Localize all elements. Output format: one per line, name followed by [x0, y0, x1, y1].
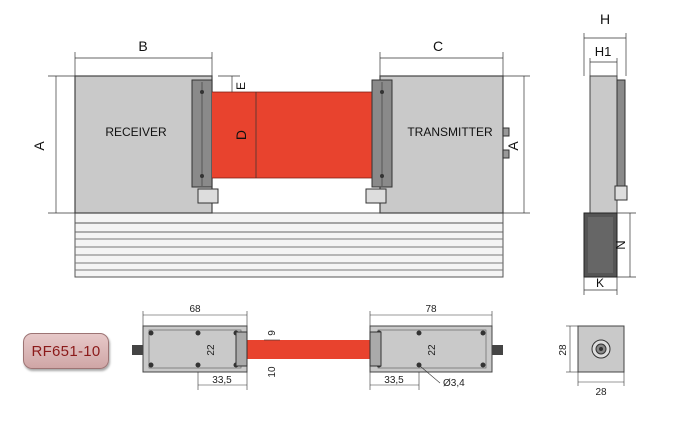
- dim-hole: Ø3,4: [443, 378, 465, 389]
- dim-a-right: A: [505, 141, 521, 151]
- receiver-small: [132, 325, 248, 373]
- dim-e: E: [234, 82, 248, 90]
- base-profile: [74, 212, 504, 278]
- dim-h1: H1: [595, 44, 612, 59]
- dim-side-width: 28: [595, 387, 607, 398]
- dim-transmitter-offset: 33,5: [384, 375, 404, 386]
- model-label: RF651-10: [31, 342, 101, 360]
- dim-a-left: A: [31, 141, 47, 151]
- dim-receiver-offset: 33,5: [212, 375, 232, 386]
- beam: [212, 92, 380, 178]
- transmitter-connector: [365, 188, 387, 204]
- beam-small: [244, 340, 372, 359]
- side-housing: [589, 75, 618, 214]
- transmitter-small: [369, 325, 503, 373]
- transmitter-housing: [379, 75, 504, 214]
- dim-receiver-width: 68: [189, 304, 201, 315]
- dim-n: N: [613, 240, 628, 249]
- dim-c: C: [433, 38, 443, 54]
- dim-beam-top: 9: [267, 330, 278, 336]
- dim-k: K: [596, 276, 604, 290]
- receiver-connector: [197, 188, 219, 204]
- transmitter-label: TRANSMITTER: [407, 125, 493, 139]
- side-small: [577, 325, 625, 373]
- dim-beam-height: 10: [267, 366, 278, 378]
- receiver-housing: [74, 75, 213, 214]
- dim-transmitter-width: 78: [425, 304, 437, 315]
- dim-transmitter-height: 22: [427, 344, 438, 356]
- dim-b: B: [138, 38, 147, 54]
- dim-receiver-height: 22: [206, 344, 217, 356]
- receiver-label: RECEIVER: [105, 125, 167, 139]
- dim-d: D: [233, 130, 249, 140]
- model-badge: RF651-10: [23, 333, 109, 369]
- dim-h: H: [600, 11, 610, 27]
- dim-side-height: 28: [558, 344, 569, 356]
